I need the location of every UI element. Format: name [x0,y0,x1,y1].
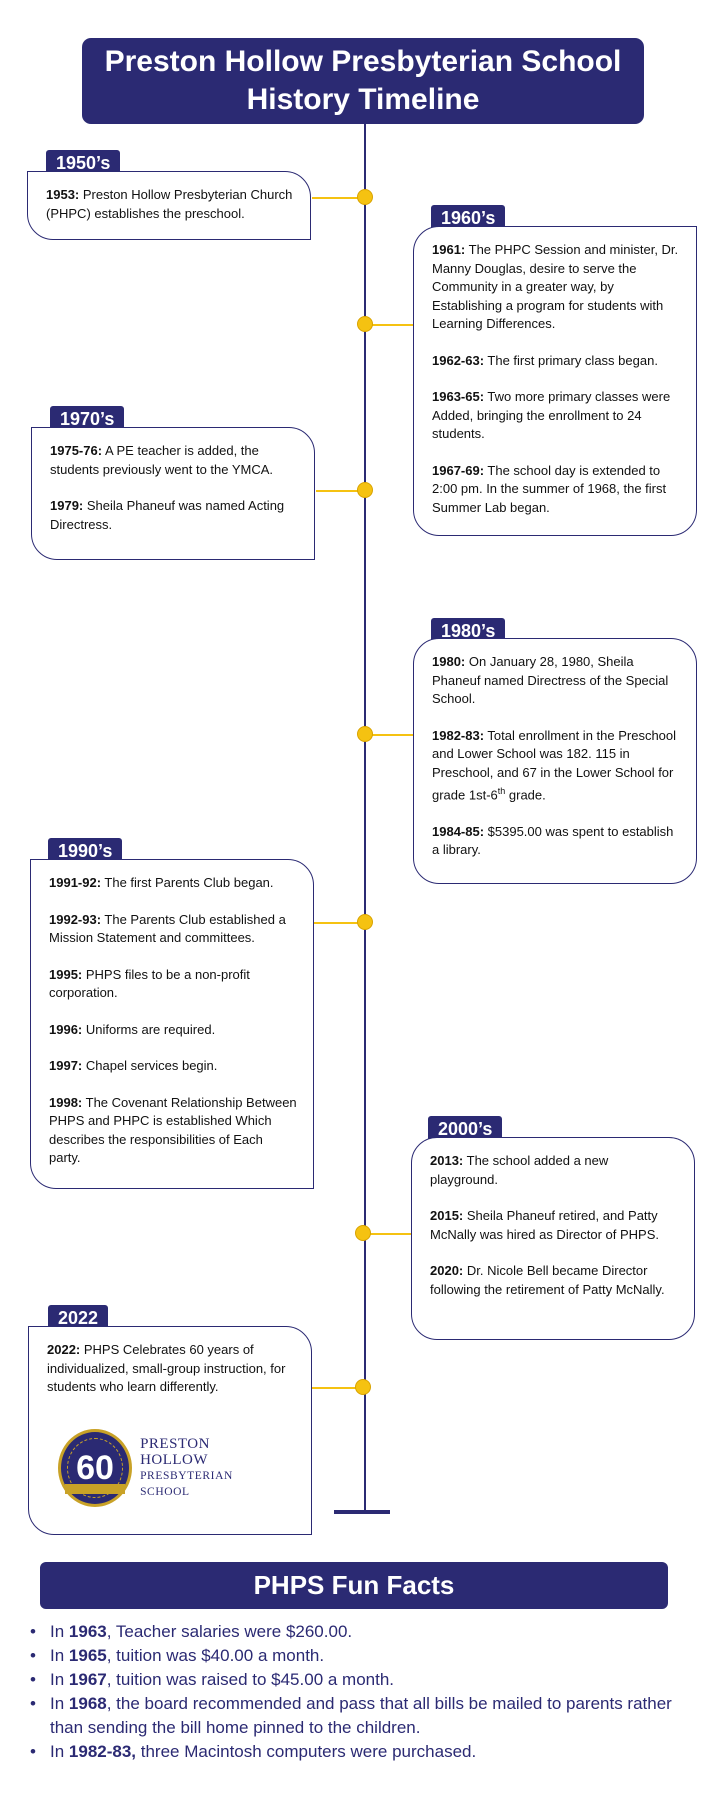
connector-1950s [312,197,366,199]
timeline-entry: 1998: The Covenant Relationship Between … [49,1094,297,1166]
connector-2000s [366,1233,412,1235]
connector-1990s [314,922,366,924]
era-card-2000s: 2013: The school added a new playground.… [411,1137,695,1340]
timeline-entry: 1953: Preston Hollow Presbyterian Church… [46,187,293,221]
fun-facts-list: In 1963, Teacher salaries were $260.00. … [30,1620,690,1764]
connector-1960s [366,324,414,326]
connector-1980s [366,734,414,736]
timeline-entry: 1991-92: The first Parents Club began. [49,875,274,890]
timeline-spine [364,124,366,1512]
timeline-entry: 1997: Chapel services begin. [49,1058,218,1073]
timeline-dot-2022 [355,1379,371,1395]
page-title-line-1: Preston Hollow Presbyterian School [104,45,622,78]
timeline-entry: 1967-69: The school day is extended to 2… [432,462,667,515]
timeline-entry: 2020: Dr. Nicole Bell became Director fo… [430,1263,665,1297]
timeline-entry: 1979: Sheila Phaneuf was named Acting Di… [50,498,285,532]
connector-1970s [316,490,366,492]
timeline-entry: 1963-65: Two more primary classes were A… [432,389,671,441]
timeline-entry: 1980: On January 28, 1980, Sheila Phaneu… [432,654,669,706]
fun-fact-item: In 1967, tuition was raised to $45.00 a … [30,1668,690,1692]
timeline-entry: 1975-76: A PE teacher is added, the stud… [50,443,274,477]
timeline-entry: 1996: Uniforms are required. [49,1021,216,1037]
logo-numeral: 60 [76,1448,114,1487]
page-title-banner: Preston Hollow Presbyterian School Histo… [82,38,644,124]
timeline-dot-2000s [355,1225,371,1241]
fun-facts-title: PHPS Fun Facts [40,1562,668,1609]
era-card-1970s: 1975-76: A PE teacher is added, the stud… [31,427,315,560]
timeline-dot-1950s [357,189,373,205]
timeline-entry: 1995: PHPS files to be a non-profit corp… [49,966,250,1001]
timeline-dot-1970s [357,482,373,498]
anniversary-seal-icon: 60 [58,1429,133,1507]
timeline-entry: 1984-85: $5395.00 was spent to establish… [432,823,674,858]
timeline-entry: 2013: The school added a new playground. [430,1153,609,1187]
fun-fact-item: In 1963, Teacher salaries were $260.00. [30,1620,690,1644]
timeline-entry: 1992-93: The Parents Club established a … [49,911,286,946]
fun-fact-item: In 1968, the board recommended and pass … [30,1692,690,1740]
timeline-entry: 2015: Sheila Phaneuf retired, and Patty … [430,1208,660,1242]
timeline-entry: 2022: PHPS Celebrates 60 years of indivi… [47,1342,286,1394]
timeline-entry: 1961: The PHPC Session and minister, Dr.… [432,242,679,331]
fun-fact-item: In 1982-83, three Macintosh computers we… [30,1740,690,1764]
timeline-dot-1990s [357,914,373,930]
logo-line-2: PRESBYTERIAN SCHOOL [140,1470,233,1498]
era-card-1980s: 1980: On January 28, 1980, Sheila Phaneu… [413,638,697,884]
page-title-line-2: History Timeline [246,83,480,116]
logo-line-1: PRESTON HOLLOW [140,1436,210,1468]
timeline-spine-base [334,1510,390,1514]
school-logo: 60 PRESTON HOLLOW PRESBYTERIAN SCHOOL [58,1428,278,1508]
timeline-dot-1980s [357,726,373,742]
era-card-1950s: 1953: Preston Hollow Presbyterian Church… [27,171,311,240]
era-card-1990s: 1991-92: The first Parents Club began. 1… [30,859,314,1189]
era-card-1960s: 1961: The PHPC Session and minister, Dr.… [413,226,697,536]
fun-fact-item: In 1965, tuition was $40.00 a month. [30,1644,690,1668]
timeline-dot-1960s [357,316,373,332]
connector-2022 [312,1387,366,1389]
logo-wordmark: PRESTON HOLLOW PRESBYTERIAN SCHOOL [140,1436,278,1500]
timeline-entry: 1982-83: Total enrollment in the Prescho… [432,727,677,803]
timeline-entry: 1962-63: The first primary class began. [432,352,658,368]
